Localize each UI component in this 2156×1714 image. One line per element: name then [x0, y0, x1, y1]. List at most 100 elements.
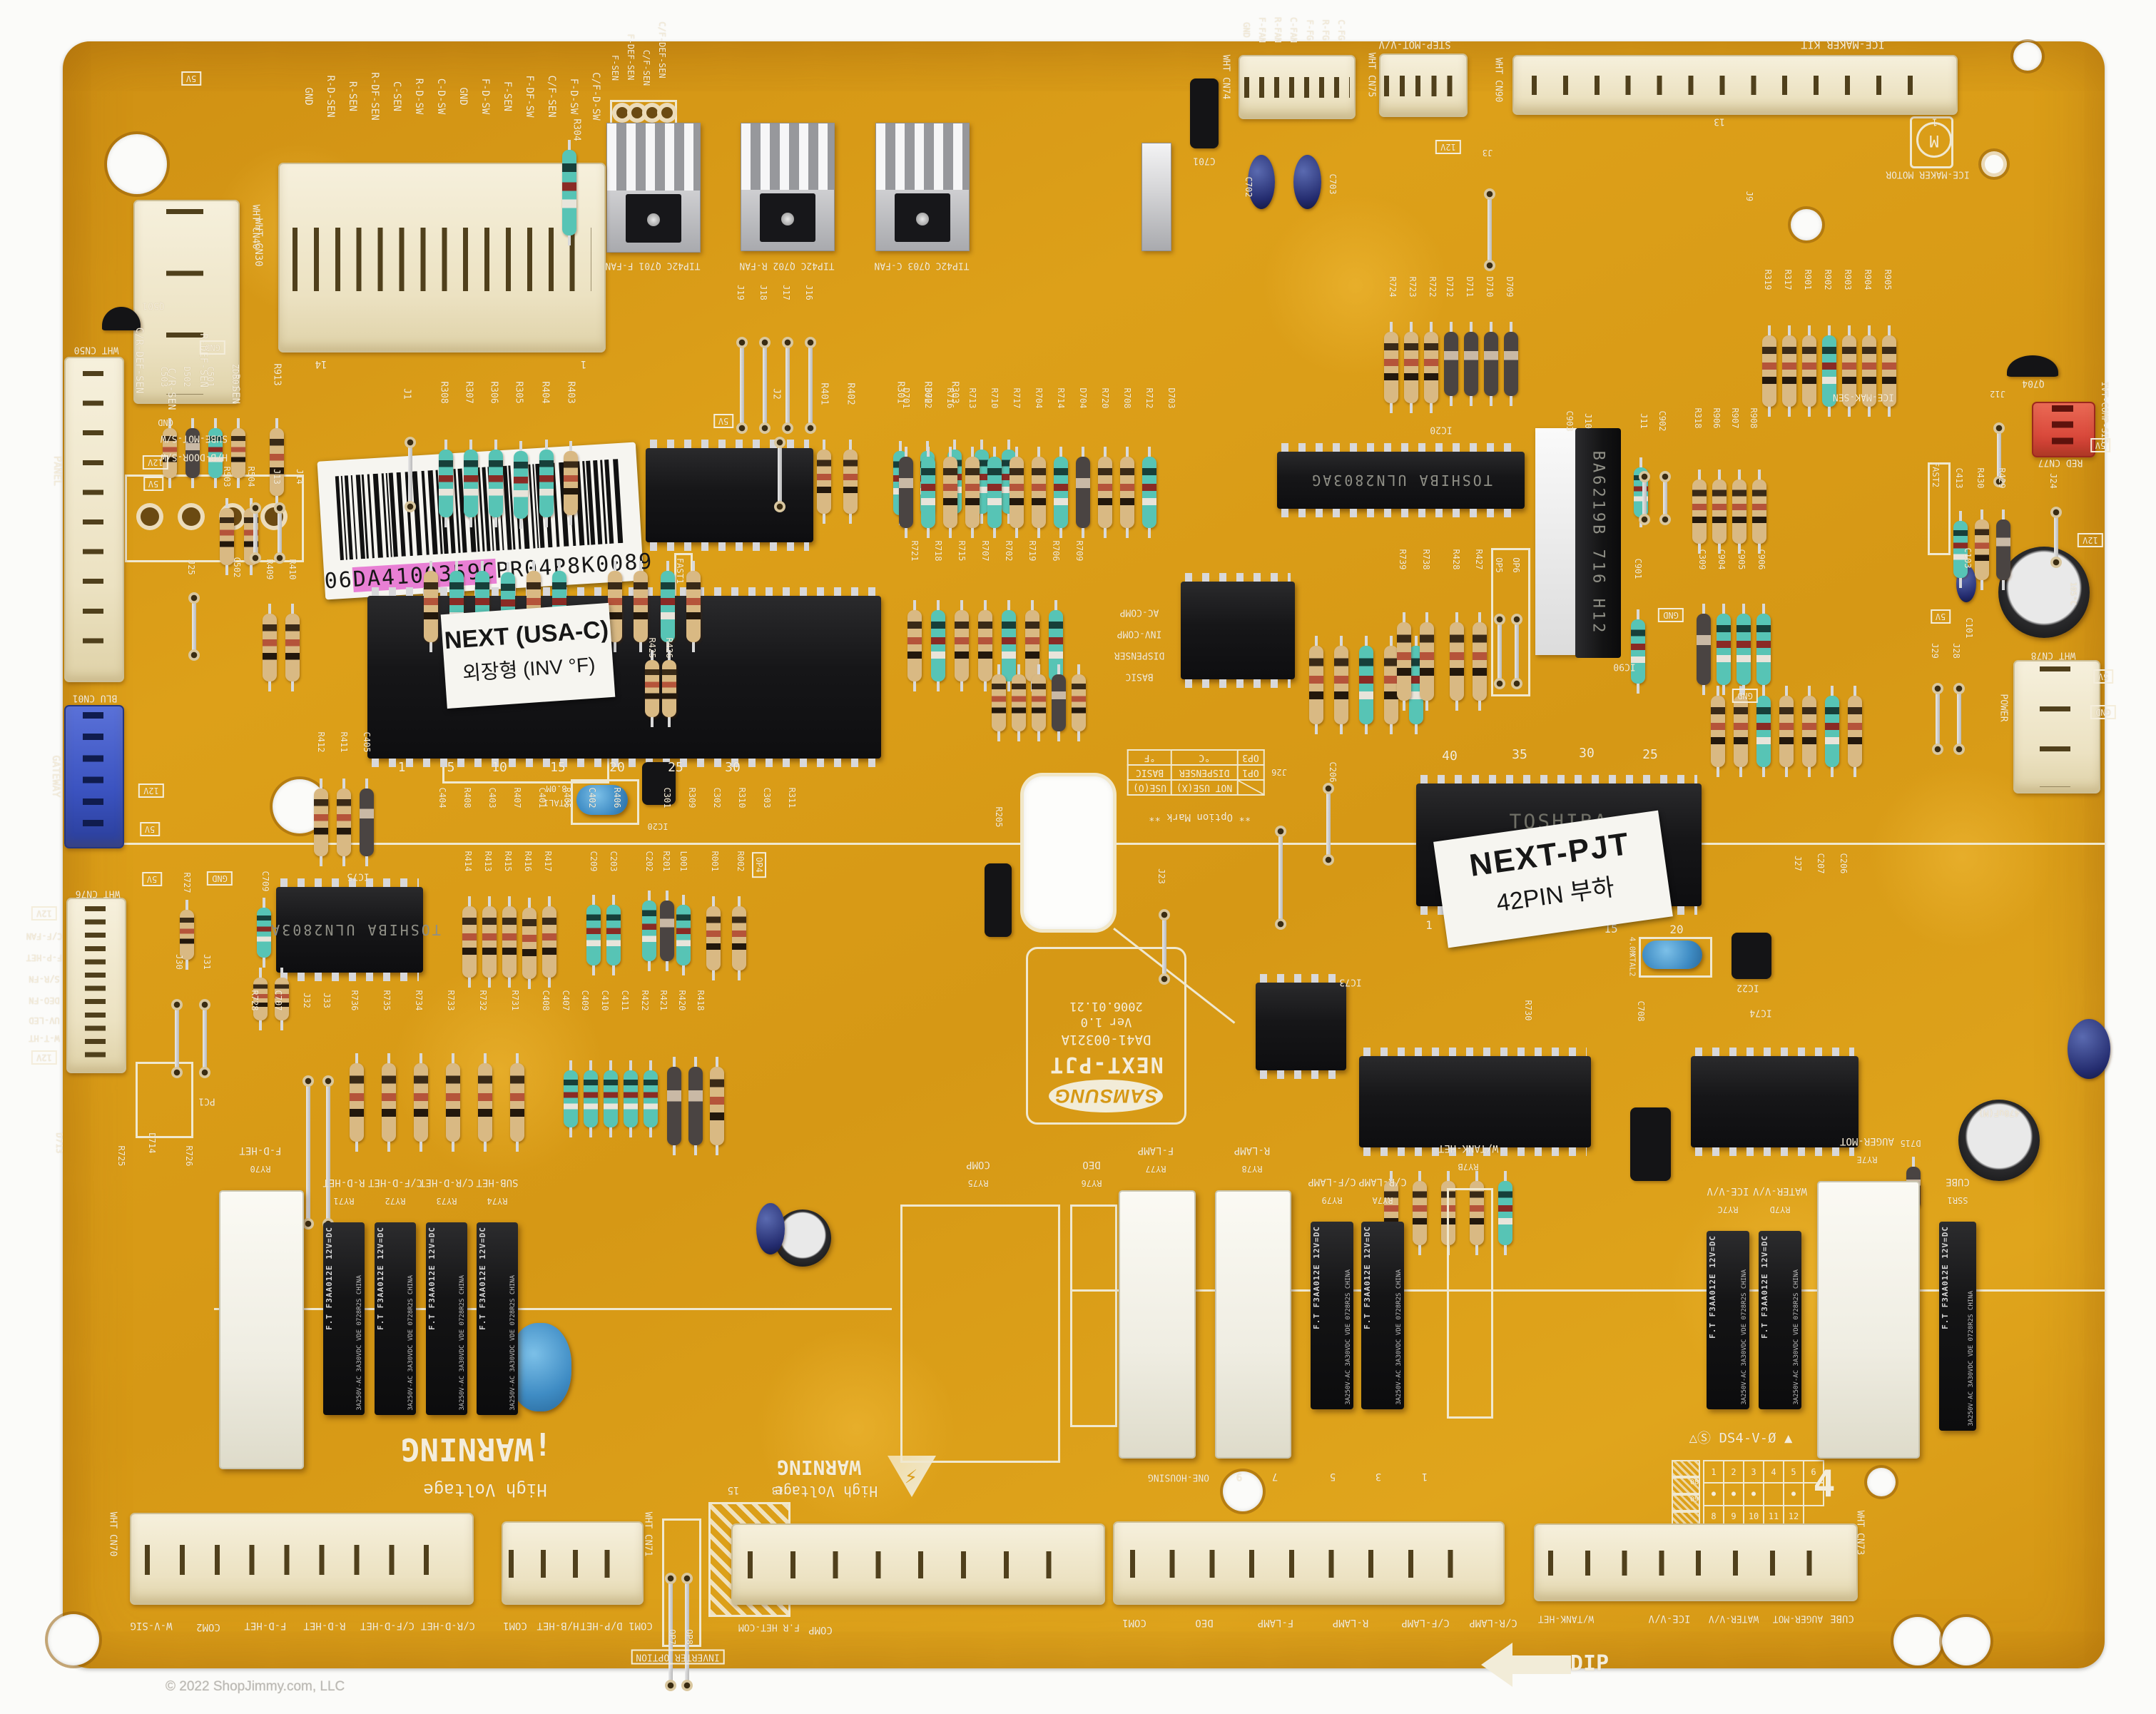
chip-ic21 — [1181, 573, 1295, 688]
barcode-bar — [412, 471, 422, 556]
silkscreen-label: BLU CN01 — [72, 692, 118, 704]
jumper-wire — [1993, 422, 2005, 487]
silkscreen-label: C402 — [587, 787, 597, 808]
silkscreen-box — [1491, 548, 1530, 696]
jumper-wire — [1953, 683, 1965, 755]
jumper-wire — [322, 1075, 334, 1229]
silkscreen-label: C404 — [437, 787, 447, 808]
silkscreen-label: GND — [302, 87, 314, 106]
silkscreen-label: C206 — [1328, 761, 1338, 783]
silkscreen-label: F-LAMP — [1257, 1617, 1294, 1628]
silkscreen-label: R726 — [184, 1145, 194, 1167]
silkscreen-label: DEO — [1195, 1617, 1214, 1628]
silkscreen-label: C/F-D-HET — [360, 1620, 415, 1631]
resistor — [539, 440, 554, 527]
connector-cn30 — [278, 163, 606, 353]
resistor — [1504, 322, 1518, 406]
silkscreen-label: AUGER-MOT — [1840, 1135, 1894, 1147]
silkscreen-label: C303 — [762, 787, 772, 808]
resistor — [978, 600, 992, 691]
silkscreen-label: C/R-DEF-SEN — [133, 327, 145, 394]
silkscreen-label: C403 — [487, 787, 497, 808]
resistor — [1309, 636, 1323, 734]
silkscreen-label: GND — [457, 87, 469, 106]
silkscreen-label: C/F-SEN — [546, 75, 557, 118]
silkscreen-label: RY7A — [1372, 1195, 1393, 1205]
silkscreen-label: C-D-SW — [435, 78, 447, 115]
silkscreen-label: WHT CN90 — [1493, 57, 1504, 103]
jumper-wire — [171, 999, 183, 1078]
barcode-bar — [396, 472, 406, 557]
silkscreen-label: D502 — [182, 366, 192, 387]
relay-footprint-ry7b — [1447, 1188, 1493, 1419]
silkscreen-label: R-DF-SEN — [369, 72, 380, 121]
connector-cn73 — [1534, 1523, 1858, 1601]
resistor — [542, 896, 556, 988]
resistor — [1404, 322, 1418, 413]
silkscreen-label: R427 — [1474, 549, 1484, 570]
resistor — [1054, 447, 1068, 538]
relay-face-rating: 3A250V-AC 3A30VDC VDE 0728R2S CHINA — [1968, 1291, 1975, 1426]
silkscreen-label: 1 — [397, 760, 406, 775]
silkscreen-label: D710 — [1485, 276, 1495, 298]
silkscreen-label: R002 — [736, 851, 746, 872]
dip-arrow-icon — [1481, 1643, 1571, 1687]
silkscreen-label: C302 — [712, 787, 722, 808]
silkscreen-label: 13 — [1714, 116, 1725, 127]
silkscreen-label: J31 — [202, 954, 212, 970]
silkscreen-label: R702 — [1004, 540, 1014, 562]
ice-maker-motor-symbol: M — [1910, 116, 1953, 168]
silkscreen-label: R739 — [1398, 549, 1408, 570]
silkscreen-label: PANEL — [51, 455, 63, 487]
silkscreen-label: R430 — [1976, 467, 1985, 489]
solder-pad — [616, 107, 628, 118]
chip-ic71 — [646, 440, 813, 551]
silkscreen-label: WARNING — [776, 1456, 862, 1479]
silkscreen-label: F-D-SW — [479, 78, 491, 115]
jumper-wire — [274, 502, 285, 564]
disc-capacitor-var1 — [509, 1323, 571, 1411]
relay-face-rating: 3A250V-AC 3A30VDC VDE 0728R2S CHINA — [509, 1275, 517, 1411]
chip-ic73 — [1256, 974, 1346, 1079]
silkscreen-label: C407 — [561, 990, 571, 1011]
resistor — [180, 900, 194, 970]
mounting-hole — [1985, 155, 2003, 173]
resistor — [1413, 1171, 1427, 1255]
silkscreen-label: RY79 — [1321, 1195, 1343, 1205]
resistor — [1498, 1171, 1512, 1255]
heatsink-fins — [741, 123, 834, 190]
silkscreen-label: 20 — [609, 760, 625, 775]
silkscreen-label: CUBE — [1946, 1176, 1970, 1187]
resistor — [478, 1053, 492, 1152]
silkscreen-label: 3 — [1375, 1471, 1382, 1482]
silkscreen-label: ICE-V/V — [1648, 1613, 1691, 1624]
connector-cn77 — [2032, 402, 2095, 457]
resistor — [732, 896, 746, 980]
capacitor — [1248, 155, 1275, 209]
silkscreen-label: R906 — [1712, 407, 1722, 429]
silkscreen-label: C410 — [600, 990, 610, 1011]
silkscreen-label: ONE-HOUSING — [1147, 1471, 1210, 1483]
silkscreen-label: COM1 — [629, 1620, 653, 1631]
ba6219b-insulator — [1535, 428, 1577, 655]
silkscreen-label: R319 — [1763, 269, 1773, 290]
barcode-bar — [372, 473, 383, 558]
resistor — [688, 1057, 703, 1155]
silkscreen-label: 25 — [668, 760, 683, 775]
ba6219b-chip: BA6219B 716 H12 — [1575, 428, 1621, 658]
resistor — [1473, 612, 1487, 711]
resistor — [584, 1060, 598, 1137]
resistor — [662, 650, 676, 727]
silkscreen-label: R415 — [503, 851, 513, 872]
resistor — [1359, 636, 1373, 734]
resistor — [424, 561, 438, 652]
silkscreen-label: R429 — [1997, 467, 2007, 489]
resistor — [446, 1053, 460, 1152]
resistor — [314, 779, 328, 866]
silkscreen-label: RY7E — [1856, 1155, 1878, 1165]
silkscreen-label: R201 — [661, 851, 671, 872]
resistor — [686, 561, 701, 652]
silkscreen-label: 5V — [139, 822, 161, 836]
jumper-wire — [759, 337, 771, 434]
silkscreen-label: 1 — [580, 358, 587, 370]
